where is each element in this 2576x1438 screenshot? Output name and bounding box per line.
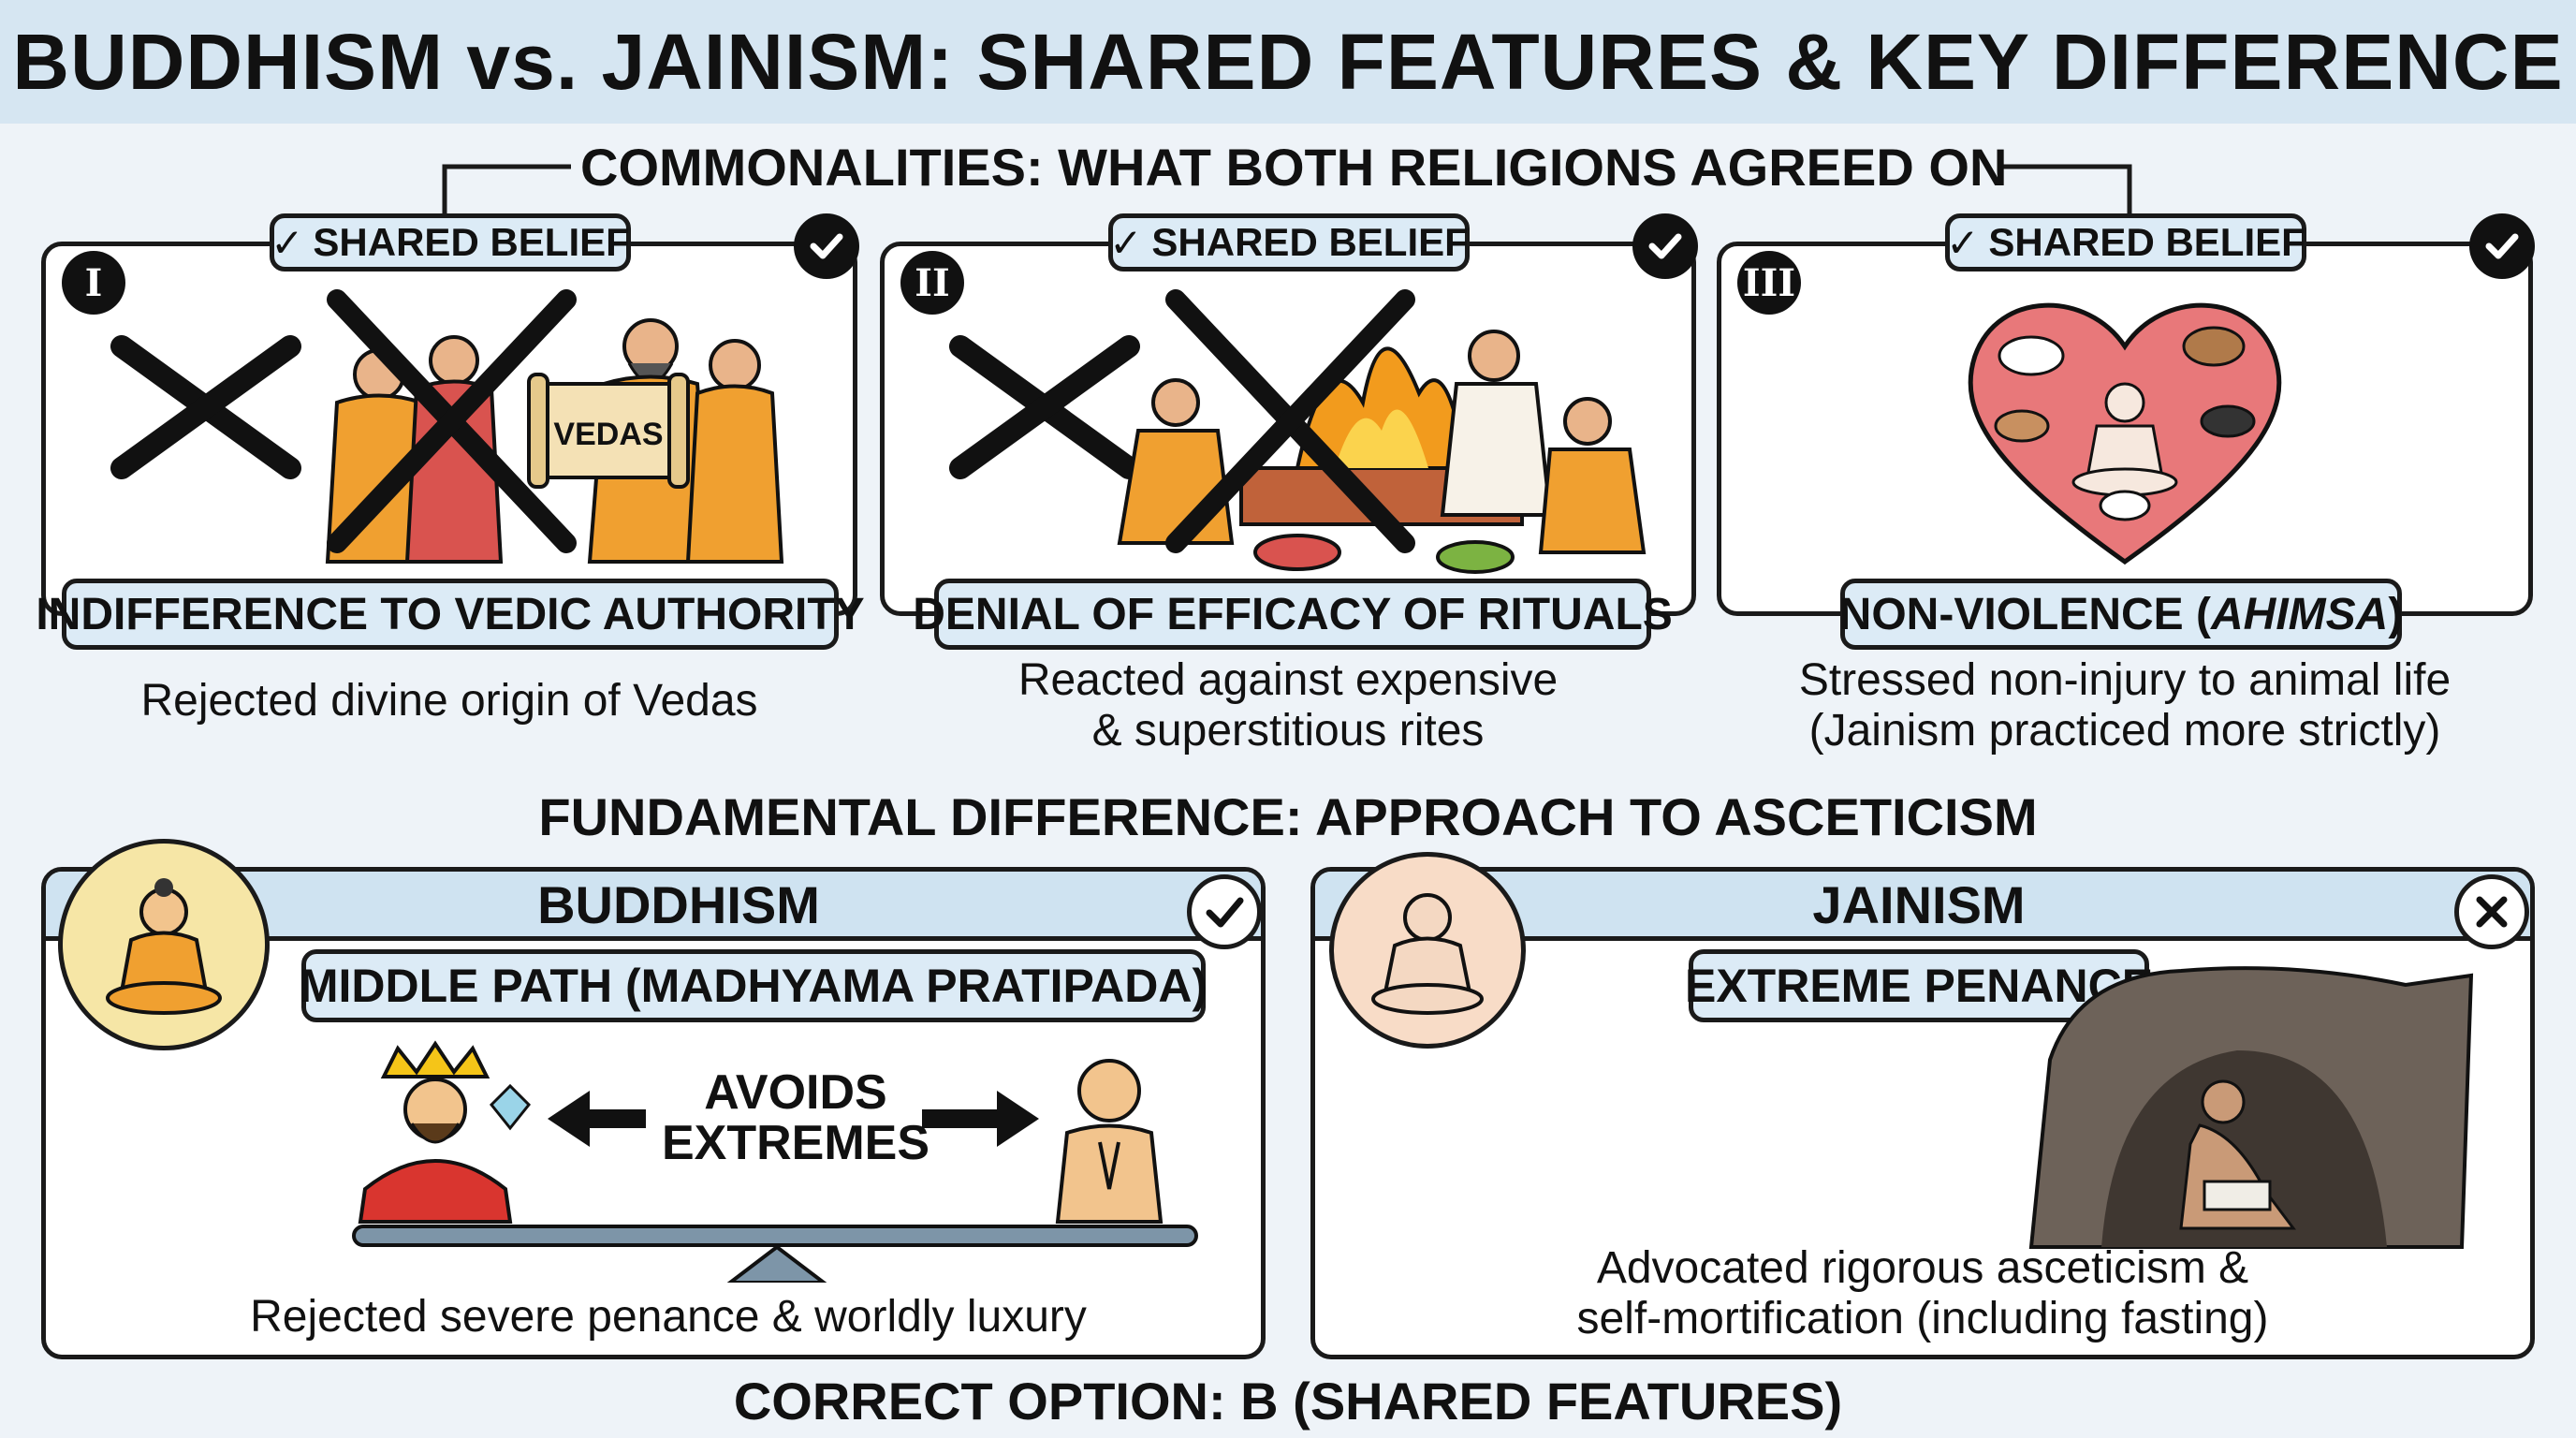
extreme-penance-label: EXTREME PENANCE [1685,949,2153,1022]
ascetic-icon [1055,1059,1164,1224]
right-arrow-icon [922,1091,1039,1147]
checkmark-icon: ✓ [1946,220,1980,265]
card-description: Rejected divine origin of Vedas [140,676,758,726]
left-arrow-icon [548,1091,646,1147]
commonalities-heading: COMMONALITIES: WHAT BOTH RELIGIONS AGREE… [580,138,2008,197]
animal-icons [1994,326,2256,521]
reject-x-icon [949,335,1140,479]
card-label: NON-VIOLENCE (AHIMSA) [1839,579,2403,650]
buddhism-title: BUDDHISM [537,875,820,934]
balance-scale-illustration [352,1040,1198,1283]
number-badge-1: I [62,251,125,315]
check-icon [1632,213,1698,279]
cave-ascetic-illustration [2028,966,2474,1249]
meditating-figure-icon [2071,382,2178,497]
commonalities-bracket [442,164,2132,229]
shared-belief-badge: ✓ SHARED BELIEF [1945,213,2306,271]
number-badge-2: II [900,251,964,315]
balance-beam [352,1225,1198,1247]
jainism-title: JAINISM [1812,875,2026,934]
vedas-scroll-icon: VEDAS [527,373,690,489]
check-icon [1187,874,1262,949]
page-title: BUDDHISM vs. JAINISM: SHARED FEATURES & … [12,17,2564,106]
jainism-description: Advocated rigorous asceticism & self-mor… [1576,1243,2269,1343]
correct-option-label: CORRECT OPTION: B (SHARED FEATURES) [733,1372,1843,1431]
avoids-extremes-label: AVOIDS EXTREMES [661,1065,930,1170]
card-label: DENIAL OF EFFICACY OF RITUALS [913,579,1673,650]
checkmark-icon: ✓ [1109,220,1143,265]
card-description: Reacted against expensive & superstitiou… [1017,655,1559,756]
ritual-illustration [949,289,1647,574]
buddhism-description: Rejected severe penance & worldly luxury [250,1292,1087,1342]
fulcrum [726,1244,827,1283]
check-icon [794,213,859,279]
emaciated-ascetic-icon [2179,1079,2296,1230]
shared-belief-badge: ✓ SHARED BELIEF [270,213,631,271]
mahavira-icon [1371,893,1484,1015]
card-label: INDIFFERENCE TO VEDIC AUTHORITY [36,579,865,650]
reject-x-icon [110,335,301,479]
x-icon [2454,874,2529,949]
heart-animals-illustration [1968,302,2282,565]
number-badge-3: III [1737,251,1801,315]
buddha-avatar [58,839,270,1050]
scroll-label: VEDAS [553,417,663,452]
title-bar: BUDDHISM vs. JAINISM: SHARED FEATURES & … [0,0,2576,124]
shared-belief-badge: ✓ SHARED BELIEF [1108,213,1470,271]
king-icon [358,1040,513,1224]
middle-path-label: MIDDLE PATH (MADHYAMA PRATIPADA) [300,949,1208,1022]
card-description: Stressed non-injury to animal life (Jain… [1798,655,2452,756]
diamond-icon [489,1083,532,1131]
check-icon [2469,213,2535,279]
difference-heading: FUNDAMENTAL DIFFERENCE: APPROACH TO ASCE… [538,787,2038,846]
vedic-illustration: VEDAS [110,289,784,564]
checkmark-icon: ✓ [271,220,304,265]
buddha-icon [106,878,222,1015]
mahavira-avatar [1329,852,1526,1049]
